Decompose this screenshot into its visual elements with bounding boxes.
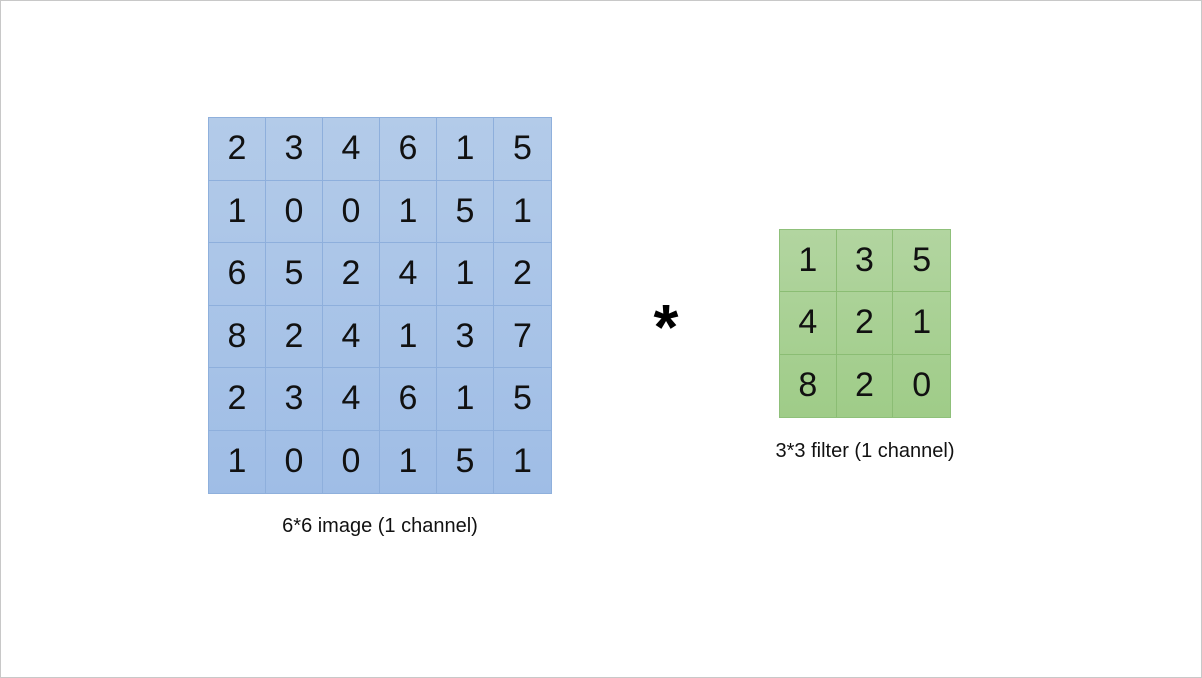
filter-cell-r2-c1: 2 bbox=[837, 354, 894, 417]
image-cell-r3-c3: 1 bbox=[380, 305, 437, 368]
image-cell-r5-c5: 1 bbox=[513, 442, 532, 481]
image-cell-r2-c5: 2 bbox=[494, 243, 551, 306]
image-cell-r0-c3: 6 bbox=[380, 118, 437, 181]
image-cell-r1-c5: 1 bbox=[494, 181, 551, 243]
image-cell-r3-c0: 8 bbox=[209, 305, 266, 368]
image-cell-r3-c4: 3 bbox=[437, 305, 494, 368]
image-cell-r4-c2: 4 bbox=[323, 368, 380, 431]
image-cell-r3-c1: 2 bbox=[266, 305, 323, 368]
image-caption: 6*6 image (1 channel) bbox=[282, 515, 478, 537]
image-cell-r2-c3: 4 bbox=[380, 243, 437, 306]
image-cell-r2-c2: 2 bbox=[323, 243, 380, 306]
image-cell-r1-c1: 0 bbox=[266, 180, 323, 243]
filter-cell-r0-c2: 5 bbox=[893, 230, 950, 293]
filter-caption: 3*3 filter (1 channel) bbox=[775, 440, 955, 462]
image-cell-r4-c5: 5 bbox=[494, 368, 551, 431]
image-cell-r4-c1: 3 bbox=[266, 368, 323, 431]
filter-cell-r1-c2: 1 bbox=[893, 292, 950, 355]
convolution-operator: * bbox=[653, 291, 679, 363]
image-cell-r0-c5: 5 bbox=[494, 118, 551, 181]
image-cell-r1-c0: 1 bbox=[209, 180, 266, 243]
image-cell-r5-c1: 0 bbox=[266, 430, 323, 493]
image-cell-r4-c3: 6 bbox=[380, 368, 437, 431]
image-cell-r3-c5: 7 bbox=[494, 306, 551, 368]
image-cell-r5-c3: 1 bbox=[380, 430, 437, 493]
image-cell-r0-c1: 3 bbox=[266, 118, 323, 181]
image-cell-r0-c4: 1 bbox=[437, 118, 494, 181]
filter-cell-r1-c0: 4 bbox=[780, 292, 837, 355]
filter-cell-r1-c1: 2 bbox=[836, 292, 894, 355]
image-cell-r2-c1: 5 bbox=[266, 243, 323, 306]
image-cell-r3-c2: 4 bbox=[323, 305, 380, 368]
image-cell-r1-c4: 5 bbox=[437, 180, 494, 243]
image-cell-r0-c2: 4 bbox=[323, 118, 380, 181]
image-cell-r2-c4: 1 bbox=[437, 243, 494, 306]
filter-cell-r2-c2: 0 bbox=[912, 366, 932, 405]
filter-cell-r0-c1: 3 bbox=[836, 230, 894, 293]
filter-cell-r0-c0: 1 bbox=[780, 230, 837, 293]
image-cell-r4-c0: 2 bbox=[209, 368, 266, 431]
image-cell-r0-c0: 2 bbox=[209, 118, 266, 181]
image-cell-r1-c3: 1 bbox=[380, 180, 437, 243]
image-cell-r1-c2: 0 bbox=[323, 180, 380, 243]
image-cell-r5-c2: 0 bbox=[323, 430, 380, 493]
filter-cell-r2-c0: 8 bbox=[780, 354, 837, 417]
image-cell-r5-c4: 5 bbox=[437, 430, 494, 493]
image-cell-r2-c0: 6 bbox=[209, 243, 266, 306]
image-cell-r5-c0: 1 bbox=[209, 430, 266, 493]
image-cell-r4-c4: 1 bbox=[437, 368, 494, 431]
